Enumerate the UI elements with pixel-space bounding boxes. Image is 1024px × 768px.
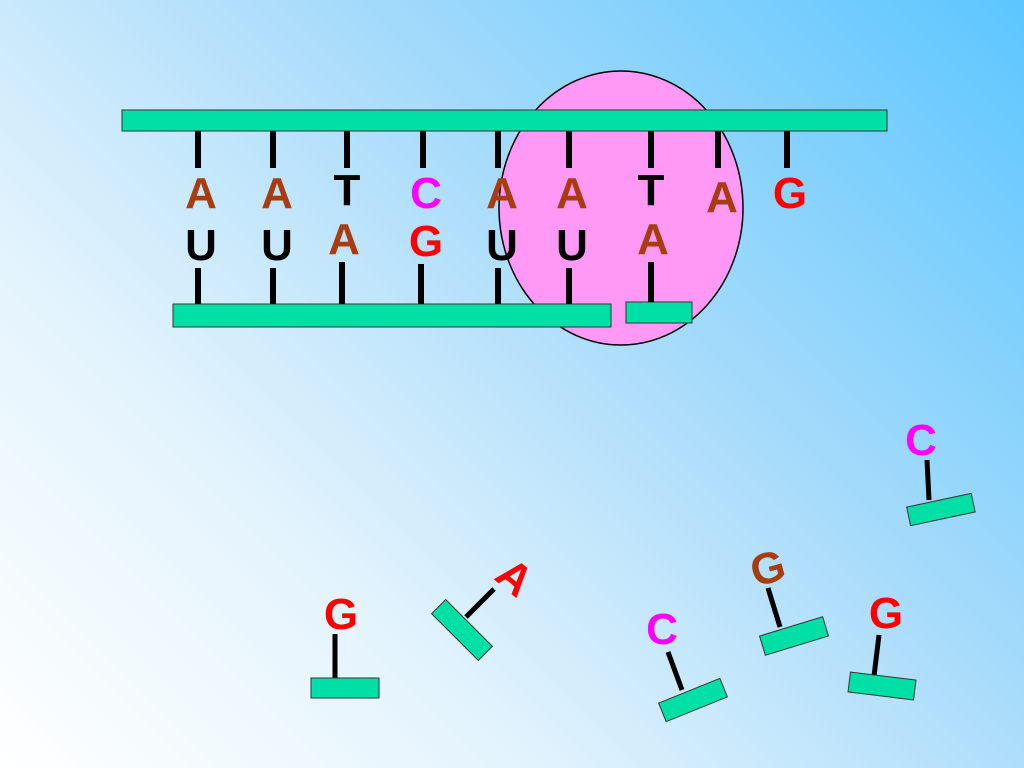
free-nucleotide-base: C <box>905 416 937 465</box>
template-base: A <box>486 169 518 218</box>
rna-sticks <box>195 262 654 304</box>
free-block <box>847 671 917 701</box>
template-sticks <box>195 131 790 168</box>
template-base: A <box>261 169 293 218</box>
free-block <box>906 492 976 527</box>
free-nucleotide-base: G <box>868 589 904 638</box>
template-base: T <box>333 166 361 215</box>
rna-base: A <box>328 215 360 264</box>
template-base: C <box>410 169 442 218</box>
template-base: A <box>706 173 738 222</box>
template-base: A <box>556 169 588 218</box>
free-nucleotide-shapes <box>332 459 932 691</box>
incoming-nucleotide-block <box>625 301 693 324</box>
rna-base: U <box>185 221 217 270</box>
rna-base: U <box>261 221 293 270</box>
rna-base: G <box>408 217 444 266</box>
free-block <box>758 616 830 656</box>
rna-strand <box>172 303 612 328</box>
free-block <box>658 677 728 723</box>
template-base: T <box>637 166 665 215</box>
free-stick <box>871 634 882 677</box>
free-stick <box>464 587 496 619</box>
rna-base: A <box>637 215 669 264</box>
free-stick <box>665 651 685 691</box>
rna-polymerase <box>498 70 744 346</box>
free-nucleotide-base: C <box>646 605 678 654</box>
template-base: A <box>185 169 217 218</box>
free-block <box>310 677 380 699</box>
free-block <box>430 598 494 662</box>
rna-base: U <box>556 221 588 270</box>
free-stick <box>924 459 932 501</box>
dna-template-strand <box>121 109 888 132</box>
free-stick <box>765 587 783 628</box>
free-nucleotide-base: G <box>323 590 359 639</box>
rna-base: U <box>486 221 518 270</box>
template-base: G <box>772 169 808 218</box>
